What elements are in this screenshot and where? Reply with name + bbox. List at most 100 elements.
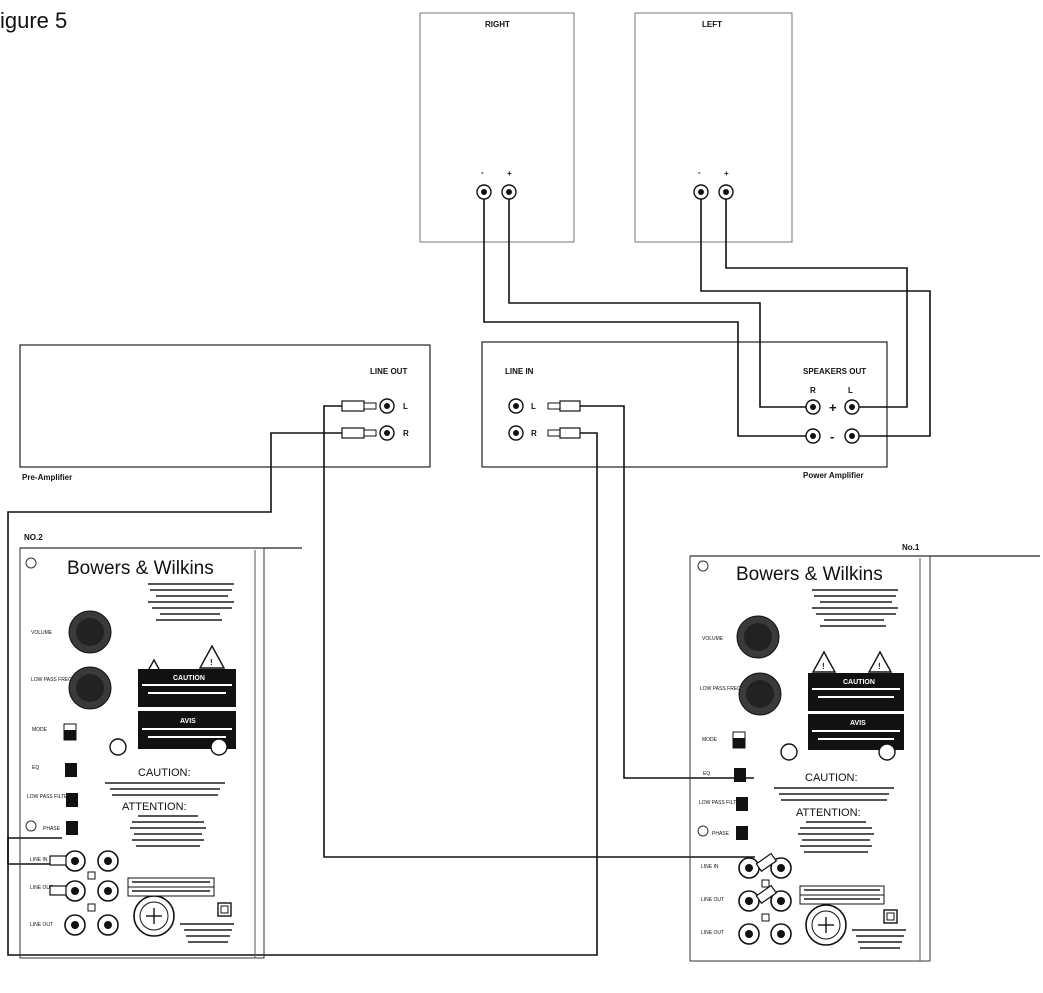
no2-lpf-switch[interactable]	[66, 793, 78, 807]
no1-volume-label: VOLUME	[702, 636, 724, 642]
no2-line-in-label: LINE IN	[30, 857, 48, 863]
no2-screw-icon	[25, 557, 37, 569]
no2-line-in-rca-plug	[49, 855, 67, 866]
left-speaker-cabinet	[634, 12, 793, 243]
no2-caution-sign: CAUTION	[138, 669, 236, 707]
speakers-out-l-minus-terminal[interactable]	[844, 428, 860, 444]
no1-warning-mark-right-icon: !	[878, 662, 881, 671]
no2-volume-knob[interactable]	[68, 610, 112, 654]
subwoofer-no2: NO.2 Bowers & Wilkins VOLUME LOW PASS FR…	[19, 533, 302, 959]
no1-caution-sign: CAUTION	[808, 673, 904, 711]
pre-amp-r-rca-plug	[341, 427, 377, 439]
power-amp-speakers-out-label: SPEAKERS OUT	[803, 367, 866, 376]
no1-warning-triangle-left-icon	[811, 650, 837, 673]
no2-eq-switch[interactable]	[65, 763, 77, 777]
no2-caution-sign-text: CAUTION	[173, 675, 205, 682]
no1-line-out-l-jack[interactable]	[738, 890, 760, 912]
no1-xlr-connector[interactable]	[805, 904, 847, 946]
no1-phase-switch[interactable]	[736, 826, 748, 840]
no2-eq-label: EQ	[32, 765, 39, 771]
no1-screw-2-icon	[697, 825, 709, 837]
no1-warning-triangle-right-icon	[867, 650, 893, 673]
speakers-out-r-plus-terminal[interactable]	[805, 399, 821, 415]
no2-xlr-connector[interactable]	[133, 895, 175, 937]
speakers-out-l-plus-terminal[interactable]	[844, 399, 860, 415]
no2-phase-switch[interactable]	[66, 821, 78, 835]
no2-cert-logo-right-icon	[210, 738, 228, 756]
no2-fuse-fine-print	[180, 923, 234, 943]
no1-line-out-r-jack[interactable]	[770, 890, 792, 912]
subwoofer-no2-label: NO.2	[24, 533, 43, 542]
subwoofer-no1-label: No.1	[902, 543, 920, 552]
no1-cert-logo-left-icon	[780, 743, 798, 761]
subwoofer-no2-panel	[19, 547, 265, 959]
no1-screw-icon	[697, 560, 709, 572]
no1-line-out-2-l-jack[interactable]	[738, 923, 760, 945]
no1-line-in-r-jack[interactable]	[770, 857, 792, 879]
no2-avis-sign-text: AVIS	[180, 718, 196, 725]
no1-eq-label: EQ	[703, 771, 710, 777]
no2-phase-label: PHASE	[43, 826, 61, 832]
power-amp-in-r-rca-plug	[547, 427, 581, 439]
no1-lpf-label: LOW PASS FILTER	[699, 800, 743, 806]
no2-warning-triangle-right-icon	[198, 644, 226, 669]
pre-amp-line-out-l-jack[interactable]	[379, 398, 395, 414]
no1-line-in-label: LINE IN	[701, 864, 719, 870]
no1-volume-knob[interactable]	[736, 615, 780, 659]
no2-brand: Bowers & Wilkins	[67, 558, 214, 579]
no2-caution-fr: CAUTION:	[138, 767, 191, 779]
wire-left-speaker-minus	[700, 199, 931, 437]
left-speaker-plus-label: +	[724, 169, 729, 178]
power-amp-in-l-rca-plug	[547, 400, 581, 412]
right-speaker-label: RIGHT	[485, 20, 510, 29]
no1-attention-fine-print	[798, 821, 874, 853]
right-speaker-plus-label: +	[507, 169, 512, 178]
no2-line-out-r-jack[interactable]	[97, 880, 119, 902]
no1-lpf-switch[interactable]	[736, 797, 748, 811]
power-amp-out-r-label: R	[810, 386, 816, 395]
no1-lowpass-knob[interactable]	[738, 672, 782, 716]
power-amplifier-name: Power Amplifier	[803, 471, 864, 480]
signal-wires	[7, 405, 755, 956]
pre-amplifier-line-out-label: LINE OUT	[370, 367, 407, 376]
no1-line-in-l-jack[interactable]	[738, 857, 760, 879]
no1-caution-sign-text: CAUTION	[843, 679, 875, 686]
speakers-out-r-minus-terminal[interactable]	[805, 428, 821, 444]
power-amp-out-l-label: L	[848, 386, 853, 395]
no2-line-out-2-r-jack[interactable]	[97, 914, 119, 936]
no1-compliance-text	[812, 589, 898, 627]
right-speaker-plus-terminal[interactable]	[501, 184, 517, 200]
no1-brand: Bowers & Wilkins	[736, 564, 883, 585]
no2-line-out-l-jack[interactable]	[64, 880, 86, 902]
no1-attention: ATTENTION:	[796, 807, 861, 819]
no1-warning-mark-left-icon: !	[822, 662, 825, 671]
left-speaker-minus-label: -	[698, 168, 701, 177]
no2-lowpass-knob[interactable]	[68, 666, 112, 710]
wire-pre-l-to-no1	[323, 405, 755, 858]
left-speaker-minus-terminal[interactable]	[693, 184, 709, 200]
no1-eq-switch[interactable]	[734, 768, 746, 782]
no2-cert-logo-left-icon	[109, 738, 127, 756]
no2-line-out-2-l-jack[interactable]	[64, 914, 86, 936]
power-amp-line-in-r-jack[interactable]	[508, 425, 524, 441]
no2-line-in-r-jack[interactable]	[97, 850, 119, 872]
power-amp-line-in-l-jack[interactable]	[508, 398, 524, 414]
no1-line-out-2-r-jack[interactable]	[770, 923, 792, 945]
no1-line-out-2-label: LINE OUT	[701, 930, 724, 936]
no2-ground-2-icon	[87, 903, 96, 912]
left-speaker-plus-terminal[interactable]	[718, 184, 734, 200]
right-speaker-minus-label: -	[481, 168, 484, 177]
power-amp-in-r-label: R	[531, 429, 537, 438]
speaker-wires	[483, 199, 931, 437]
no2-ground-icon	[87, 871, 96, 880]
no1-fuse-fine-print	[852, 929, 906, 949]
no1-lowpass-label: LOW PASS FREQ.	[700, 686, 742, 692]
no1-phase-label: PHASE	[712, 831, 730, 837]
no2-lowpass-label: LOW PASS FREQ.	[31, 677, 73, 683]
right-speaker: RIGHT - +	[419, 12, 575, 243]
power-amplifier: Power Amplifier LINE IN SPEAKERS OUT R L…	[481, 341, 888, 480]
right-speaker-minus-terminal[interactable]	[476, 184, 492, 200]
pre-amp-line-out-r-jack[interactable]	[379, 425, 395, 441]
no2-line-in-l-jack[interactable]	[64, 850, 86, 872]
